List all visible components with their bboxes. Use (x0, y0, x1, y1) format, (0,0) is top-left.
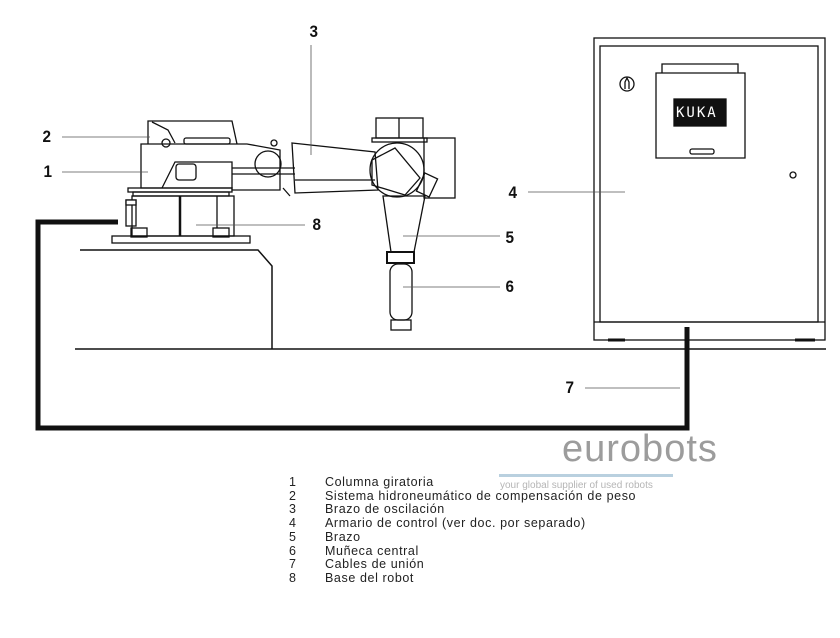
legend-item: 7 Cables de unión (289, 558, 636, 572)
kuka-logo: KUKA (676, 105, 718, 121)
legend-item: 8 Base del robot (289, 570, 636, 586)
legend-text: Muñeca central (325, 543, 419, 558)
legend-number: 3 (289, 502, 297, 517)
legend-text: Base del robot (325, 570, 415, 585)
rotating-column (140, 143, 281, 191)
legend-text: Sistema hidroneumático de compensación d… (325, 488, 637, 503)
central-wrist (389, 263, 413, 331)
legend-number: 1 (289, 475, 297, 489)
callout-1: 1 (43, 162, 52, 181)
wrist-housing (369, 117, 456, 199)
legend-item: 5 Brazo (289, 529, 636, 545)
legend-item: 4 Armario de control (ver doc. por separa… (289, 516, 636, 531)
watermark-underline (499, 474, 673, 477)
legend-text: Cables de unión (325, 557, 425, 572)
swing-arm (232, 142, 379, 197)
control-cabinet (593, 37, 826, 342)
eurobots-watermark: eurobots (562, 428, 718, 470)
legend-text: Armario de control (ver doc. por separad… (325, 516, 586, 531)
legend-text: Brazo (325, 529, 361, 544)
arm (382, 195, 426, 264)
callout-6: 6 (505, 277, 514, 296)
callout-7: 7 (565, 378, 574, 397)
legend-item: 1 Columna giratoria (289, 475, 636, 490)
legend-number: 5 (289, 529, 297, 544)
legend-number: 2 (289, 488, 297, 503)
callout-4: 4 (508, 183, 517, 202)
callout-2: 2 (42, 127, 51, 146)
legend-number: 7 (289, 557, 297, 572)
legend: 1 Columna giratoria 2 Sistema hidroneumáti… (289, 475, 637, 586)
weight-compensation-system (147, 120, 278, 148)
connecting-cable (35, 219, 690, 431)
legend-number: 6 (289, 543, 297, 558)
robot-base (111, 187, 251, 244)
legend-text: Columna giratoria (325, 475, 434, 489)
callout-3: 3 (309, 22, 318, 41)
legend-text: Brazo de oscilación (325, 502, 445, 517)
legend-number: 4 (289, 516, 297, 531)
legend-number: 8 (289, 570, 297, 585)
legend-item: 3 Brazo de oscilación (289, 503, 636, 517)
legend-item: 2 Sistema hidroneumático de compensación … (289, 488, 637, 504)
callout-8: 8 (312, 215, 321, 234)
watermark-tagline: your global supplier of used robots (500, 480, 653, 491)
legend-item: 6 Muñeca central (289, 543, 636, 559)
callout-5: 5 (505, 228, 514, 247)
pedestal (80, 249, 273, 349)
